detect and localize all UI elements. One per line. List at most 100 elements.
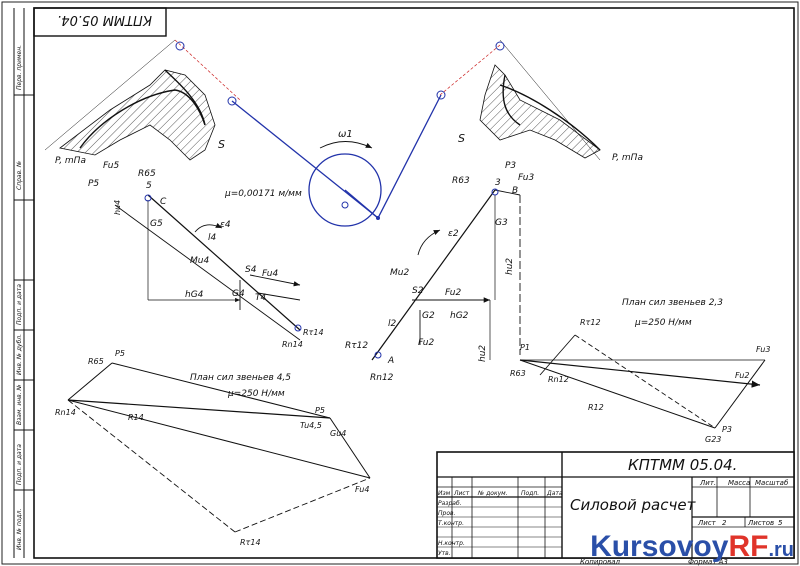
plan23-fu3: Fu3 — [756, 345, 770, 354]
plan45-mu: μ=250 Н/мм — [227, 389, 285, 399]
strip-label-4: Инв. № дубл. — [16, 334, 23, 375]
label-b: B — [512, 186, 518, 196]
strip-label-5: Взам. инв. № — [16, 384, 23, 425]
strip-label-7: Инв. № подл. — [16, 509, 23, 550]
label-r12n: Rn12 — [370, 373, 394, 383]
label-r65: R65 — [138, 169, 156, 179]
plan45-tu45: Tu4,5 — [300, 421, 322, 430]
plan23-title: План сил звеньев 2,3 — [622, 298, 723, 308]
plan45-gu4: Gu4 — [330, 429, 346, 438]
plan45-title: План сил звеньев 4,5 — [190, 373, 291, 383]
label-hu2: hu2 — [505, 258, 515, 275]
label-l4: l4 — [208, 233, 217, 243]
watermark-part2: RF — [728, 530, 769, 563]
stamp-col-date: Дата — [546, 490, 563, 497]
label-r12t: Rτ12 — [345, 341, 368, 351]
plan23-r12: R12 — [588, 403, 604, 412]
strip-label-1: Перв. примен. — [16, 45, 23, 90]
label-s4: S4 — [245, 265, 257, 275]
strip-label-2: Справ. № — [16, 161, 23, 190]
link23-diagram: R63 P3 Fu3 B 3 G3 ε2 Mu2 hu2 S2 Fu2 hG2 … — [345, 161, 535, 383]
strip-label-3: Подп. и дата — [16, 284, 23, 325]
plan45-ps: P5 — [315, 406, 325, 415]
label-fu2: Fu2 — [445, 288, 462, 298]
label-g3: G3 — [495, 218, 508, 228]
label-p5: P5 — [88, 179, 99, 189]
label-g2: G2 — [422, 311, 435, 321]
top-code: КПТММ 05.04. — [57, 12, 152, 27]
omega-label: ω1 — [338, 129, 353, 140]
plan23-p3: P3 — [722, 425, 732, 434]
label-l2: l2 — [388, 319, 397, 329]
p-left: P, mПа — [55, 156, 86, 166]
watermark-part3: .ru — [768, 539, 794, 561]
stamp-role-3: Т.контр. — [438, 520, 464, 527]
stamp-code: КПТММ 05.04. — [628, 456, 737, 474]
plan23-rt12: Rτ12 — [580, 318, 601, 327]
label-r14t: Rτ14 — [303, 328, 324, 337]
stamp-col-doc: № докум. — [477, 490, 508, 497]
mu-mech: μ=0,00171 м/мм — [224, 189, 302, 199]
plan45-fu4: Fu4 — [355, 485, 369, 494]
plan45-r65: R65 — [88, 357, 104, 366]
plan23-p1: P1 — [520, 343, 530, 352]
label-a: A — [387, 356, 394, 366]
top-code-box: КПТММ 05.04. — [33, 7, 167, 37]
stamp-sheet-label: Лист — [697, 519, 717, 527]
label-t4: T4 — [255, 293, 266, 303]
label-mu2: Mu2 — [390, 268, 409, 278]
right-pressure-diagram: P, mПа S — [436, 39, 643, 163]
stamp-role-4: Н.контр. — [438, 540, 465, 547]
title-block: КПТММ 05.04. Силовой расчет Изм Лист № д… — [436, 451, 795, 566]
label-eps4: ε4 — [220, 220, 231, 230]
inner-frame — [33, 7, 795, 559]
plan45-rt14: Rτ14 — [240, 538, 261, 547]
label-three: 3 — [495, 178, 501, 188]
stamp-lit: Лит. — [699, 479, 716, 487]
label-g5: G5 — [150, 219, 163, 229]
watermark: KursovoyRF.ru — [590, 530, 794, 564]
left-strip: Перв. примен. Справ. № Подп. и дата Инв.… — [13, 8, 34, 558]
stamp-scale: Масштаб — [755, 479, 789, 487]
label-eps2: ε2 — [448, 229, 459, 239]
strip-label-6: Подп. и дата — [16, 444, 23, 485]
label-fu3: Fu3 — [518, 173, 535, 183]
mechanism-blue: ω1 μ=0,00171 м/мм — [224, 94, 442, 227]
label-fu2b: Fu2 — [418, 338, 435, 348]
stamp-col-sign: Подп. — [521, 490, 539, 497]
plan23-fu2: Fu2 — [735, 371, 749, 380]
stamp-format: Формат А3 — [688, 558, 728, 566]
link45-diagram: Fu5 P5 R65 5 C hu4 G5 ε4 l4 Mu4 S4 Fu4 h… — [88, 161, 324, 349]
stamp-mass: Масса — [728, 479, 750, 487]
force-plan-45: План сил звеньев 4,5 μ=250 Н/мм R65 P5 R… — [55, 349, 371, 547]
label-r14n: Rn14 — [282, 340, 303, 349]
label-hu4: hu4 — [113, 200, 122, 215]
stamp-title: Силовой расчет — [570, 496, 697, 514]
stamp-sheet-value: 2 — [722, 519, 727, 527]
label-hu2b: hu2 — [478, 345, 488, 362]
label-p3: P3 — [505, 161, 516, 171]
label-five: 5 — [146, 181, 152, 191]
watermark-part1: Kursovoy — [590, 530, 729, 563]
label-s2: S2 — [412, 286, 424, 296]
plan45-r14: R14 — [128, 413, 144, 422]
stamp-role-2: Пров. — [438, 510, 456, 517]
label-hg2: hG2 — [450, 311, 469, 321]
stamp-copied: Копировал — [580, 558, 621, 566]
stamp-sheets-label: Листов — [747, 519, 774, 527]
plan23-mu: μ=250 Н/мм — [634, 318, 692, 328]
label-fu5: Fu5 — [103, 161, 120, 171]
p-right: P, mПа — [612, 153, 643, 163]
force-plan-23: План сил звеньев 2,3 μ=250 Н/мм Rτ12 P1 … — [510, 298, 770, 444]
left-pressure-diagram: P, mПа S — [44, 39, 241, 166]
stamp-col-list: Лист — [453, 490, 470, 497]
plan23-g23: G23 — [705, 435, 721, 444]
label-c: C — [160, 197, 167, 207]
stamp-role-5: Утв. — [438, 550, 451, 557]
stamp-col-izm: Изм — [438, 490, 451, 497]
label-hg4: hG4 — [185, 290, 204, 300]
s-left: S — [218, 138, 225, 151]
label-fu4: Fu4 — [262, 269, 279, 279]
s-right: S — [458, 132, 465, 145]
